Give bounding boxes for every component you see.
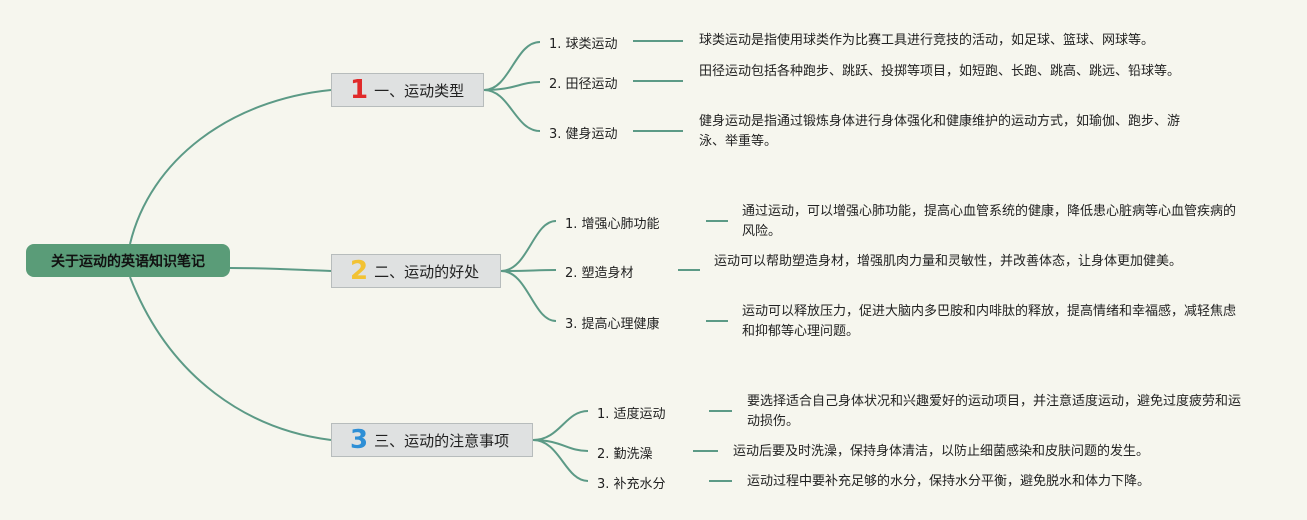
branch-1-to-item-3 xyxy=(483,89,541,132)
subtopic-body-shaping[interactable]: 2. 塑造身材 xyxy=(565,266,634,281)
branch-topic-1[interactable]: 1 一、运动类型 xyxy=(331,73,484,107)
branch-topic-label: 三、运动的注意事项 xyxy=(374,431,510,450)
number-badge-1: 1 xyxy=(350,75,369,105)
subtopic-moderate-exercise[interactable]: 1. 适度运动 xyxy=(597,407,666,422)
subtopic-hydration[interactable]: 3. 补充水分 xyxy=(597,477,666,492)
subtopic-description: 健身运动是指通过锻炼身体进行身体强化和健康维护的运动方式，如瑜伽、跑步、游泳、举… xyxy=(699,114,1181,149)
branch-topic-2[interactable]: 2 二、运动的好处 xyxy=(331,254,501,288)
subtopic-description: 运动后要及时洗澡，保持身体清洁，以防止细菌感染和皮肤问题的发生。 xyxy=(733,444,1150,459)
subtopic-mental-health[interactable]: 3. 提高心理健康 xyxy=(565,317,660,332)
root-to-branch-3 xyxy=(129,276,332,441)
branch-2-to-item-3 xyxy=(500,270,557,322)
branch-2-to-item-2 xyxy=(500,269,557,272)
subtopic-description: 要选择适合自己身体状况和兴趣爱好的运动项目，并注意适度运动，避免过度疲劳和运动损… xyxy=(747,394,1242,429)
subtopic-description: 田径运动包括各种跑步、跳跃、投掷等项目，如短跑、长跑、跳高、跳远、铅球等。 xyxy=(699,64,1181,79)
subtopic-cardio[interactable]: 1. 增强心肺功能 xyxy=(565,217,660,232)
subtopic-shower[interactable]: 2. 勤洗澡 xyxy=(597,447,653,462)
subtopic-description: 运动可以释放压力，促进大脑内多巴胺和内啡肽的释放，提高情绪和幸福感，减轻焦虑和抑… xyxy=(742,304,1237,339)
subtopic-description: 运动可以帮助塑造身材，增强肌肉力量和灵敏性，并改善体态，让身体更加健美。 xyxy=(714,254,1183,269)
number-badge-3: 3 xyxy=(350,425,369,455)
root-topic-label: 关于运动的英语知识笔记 xyxy=(51,253,205,270)
branch-3-to-item-1 xyxy=(532,410,589,441)
subtopic-fitness[interactable]: 3. 健身运动 xyxy=(549,127,618,142)
subtopic-description: 通过运动，可以增强心肺功能，提高心血管系统的健康，降低患心脏病等心血管疾病的风险… xyxy=(742,204,1237,239)
root-to-branch-2 xyxy=(229,267,332,272)
subtopic-track-field[interactable]: 2. 田径运动 xyxy=(549,77,618,92)
subtopic-ball-sports[interactable]: 1. 球类运动 xyxy=(549,37,618,52)
subtopic-description: 运动过程中要补充足够的水分，保持水分平衡，避免脱水和体力下降。 xyxy=(747,474,1151,489)
branch-topic-label: 一、运动类型 xyxy=(374,81,465,100)
branch-2-to-item-1 xyxy=(500,220,557,272)
branch-topic-3[interactable]: 3 三、运动的注意事项 xyxy=(331,423,533,457)
branch-3-to-item-3 xyxy=(532,439,589,482)
root-topic[interactable]: 关于运动的英语知识笔记 xyxy=(26,244,230,277)
branch-1-to-item-2 xyxy=(483,81,541,91)
number-badge-2: 2 xyxy=(350,256,369,286)
branch-topic-label: 二、运动的好处 xyxy=(374,262,480,281)
root-to-branch-1 xyxy=(129,89,332,245)
subtopic-description: 球类运动是指使用球类作为比赛工具进行竞技的活动，如足球、篮球、网球等。 xyxy=(699,33,1155,48)
branch-1-to-item-1 xyxy=(483,41,541,91)
